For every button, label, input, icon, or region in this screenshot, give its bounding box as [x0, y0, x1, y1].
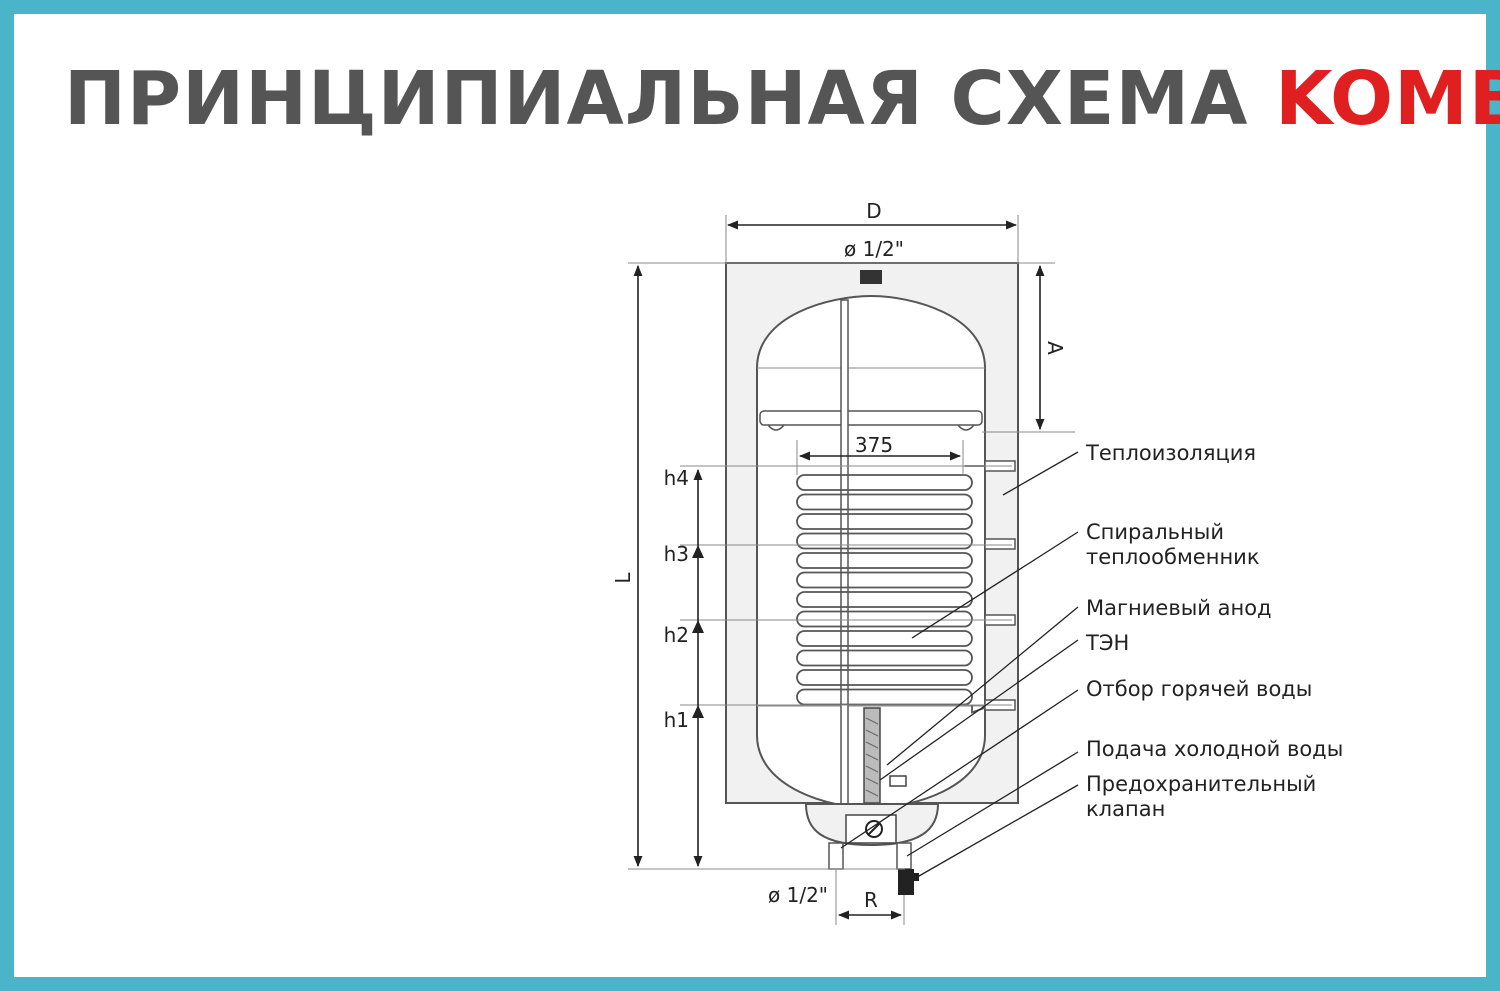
leader-cold-water — [906, 751, 1079, 857]
arrowhead-h2 — [692, 620, 704, 633]
title-main: ПРИНЦИПИАЛЬНАЯ СХЕМА — [64, 56, 1249, 142]
label-coil-width: 375 — [855, 433, 893, 457]
label-h4: h4 — [664, 466, 689, 490]
label-top-fitting: ø 1/2" — [844, 237, 904, 261]
coil-turn — [796, 669, 973, 686]
title-accent: KOMBI — [1275, 56, 1500, 142]
callout-cold-water: Подача холодной воды — [1086, 737, 1343, 761]
cold-water-pipe — [828, 842, 844, 870]
leader-valve — [911, 784, 1079, 881]
spiral-coil — [796, 465, 996, 714]
leader-anode — [886, 606, 1079, 766]
callout-valve-line1: Предохранительный — [1086, 772, 1316, 796]
tank-divider — [759, 410, 983, 426]
heater-cap — [889, 775, 907, 787]
coil-turn — [796, 649, 973, 667]
coil-turn — [796, 591, 973, 608]
callout-coil-line1: Спиральный — [1086, 520, 1224, 544]
callout-valve-line2: клапан — [1086, 797, 1165, 821]
callout-heater: ТЭН — [1085, 631, 1129, 655]
divider-hook-left — [767, 424, 785, 431]
heating-element — [863, 707, 881, 804]
coil-connection-bottom — [984, 538, 1016, 550]
leader-heater — [879, 639, 1079, 781]
heating-element-pattern — [865, 717, 879, 797]
callout-anode: Магниевый анод — [1086, 596, 1272, 620]
hot-water-pipe — [896, 842, 912, 870]
coil-turn — [796, 474, 973, 491]
callout-hot-water: Отбор горячей воды — [1086, 677, 1312, 701]
leader-hot-water — [840, 689, 1079, 849]
coil-turn — [796, 610, 973, 628]
label-h2: h2 — [664, 623, 689, 647]
coil-turn — [796, 552, 973, 569]
label-L: L — [611, 572, 635, 584]
arrowhead-h3 — [692, 545, 704, 558]
label-A: A — [1043, 341, 1067, 355]
divider-hook-right — [957, 424, 975, 431]
callout-insulation: Теплоизоляция — [1085, 441, 1256, 465]
arrowhead-h1 — [692, 705, 704, 718]
label-h3: h3 — [664, 542, 689, 566]
safety-valve-knob — [911, 873, 919, 881]
leader-coil — [911, 531, 1079, 639]
callout-coil-line2: теплообменник — [1086, 545, 1260, 569]
coil-turn — [796, 532, 973, 550]
coil-turn — [796, 630, 973, 647]
page-title: ПРИНЦИПИАЛЬНАЯ СХЕМА KOMBI — [64, 54, 1500, 144]
coil-turn — [796, 493, 973, 511]
label-h1: h1 — [664, 708, 689, 732]
coil-turn — [796, 571, 973, 589]
label-R: R — [864, 888, 878, 912]
label-D: D — [866, 199, 881, 223]
top-fitting — [860, 270, 882, 284]
leader-insulation — [1002, 451, 1079, 496]
label-bottom-fitting: ø 1/2" — [768, 883, 828, 907]
safety-valve — [898, 869, 914, 895]
coil-turn — [796, 513, 973, 530]
thermostat-knob-mark — [867, 822, 881, 836]
